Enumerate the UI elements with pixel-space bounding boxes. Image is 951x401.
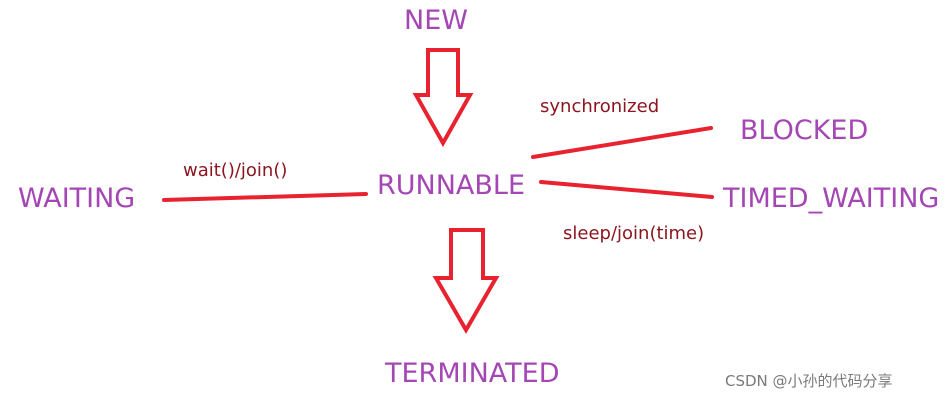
edge-label-synchronized: synchronized	[540, 96, 660, 117]
state-waiting: WAITING	[18, 183, 136, 214]
line-runnable-waiting	[162, 192, 368, 202]
arrow-runnable-to-terminated	[432, 228, 500, 335]
edge-label-wait-join: wait()/join()	[183, 160, 288, 181]
state-timed-waiting: TIMED_WAITING	[723, 183, 940, 214]
edge-label-sleep-join-time: sleep/join(time)	[563, 223, 705, 244]
watermark: CSDN @小孙的代码分享	[725, 372, 893, 390]
line-runnable-timed-waiting	[539, 180, 714, 199]
state-new: NEW	[404, 5, 468, 36]
state-blocked: BLOCKED	[740, 115, 869, 146]
state-terminated: TERMINATED	[385, 358, 560, 389]
arrow-new-to-runnable	[412, 48, 474, 148]
line-runnable-blocked	[531, 126, 713, 159]
state-runnable: RUNNABLE	[377, 170, 526, 201]
